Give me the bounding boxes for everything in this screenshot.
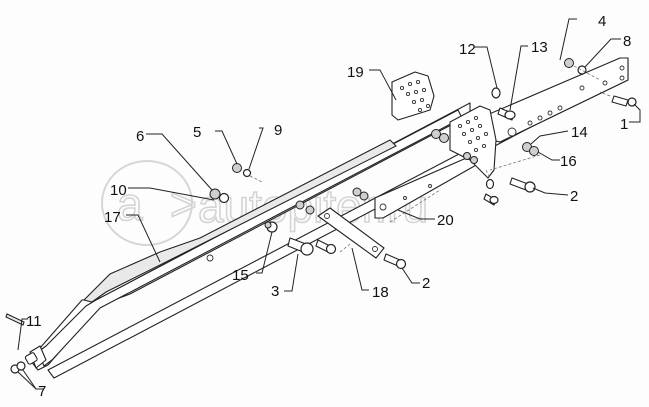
callout-1: 1 bbox=[620, 116, 628, 133]
callout-labels: 1 2 2 3 4 5 6 7 8 9 10 11 12 13 14 16 15… bbox=[26, 13, 631, 400]
callout-16: 16 bbox=[560, 153, 577, 170]
part-20-bar bbox=[374, 151, 486, 219]
callout-12: 12 bbox=[459, 41, 476, 58]
fasteners bbox=[5, 58, 637, 374]
watermark-logo-circle bbox=[101, 160, 193, 246]
part-17-arm bbox=[24, 102, 471, 371]
callout-10: 10 bbox=[110, 182, 127, 199]
callout-13: 13 bbox=[531, 39, 548, 56]
callout-11: 11 bbox=[26, 313, 42, 330]
callout-7: 7 bbox=[38, 383, 46, 400]
leader-lines bbox=[17, 18, 641, 390]
callout-17: 17 bbox=[104, 209, 121, 226]
callout-2-lower: 2 bbox=[422, 275, 430, 292]
callout-19: 19 bbox=[347, 64, 364, 81]
watermark-chevron: > bbox=[170, 178, 197, 230]
main-frame-beam bbox=[479, 57, 629, 143]
watermark-logo-glyph: a bbox=[117, 178, 143, 230]
callout-3: 3 bbox=[271, 283, 279, 300]
callout-5: 5 bbox=[193, 124, 201, 141]
callout-18: 18 bbox=[372, 284, 389, 301]
callout-14: 14 bbox=[571, 124, 588, 141]
part-18-plate bbox=[317, 207, 385, 259]
callout-15: 15 bbox=[232, 267, 249, 284]
alignment-lines bbox=[249, 65, 611, 253]
callout-8: 8 bbox=[623, 33, 631, 50]
part-19-plate-left bbox=[391, 71, 435, 121]
part-19-plate-right bbox=[449, 105, 497, 179]
callout-6: 6 bbox=[136, 128, 144, 145]
callout-4: 4 bbox=[598, 13, 606, 30]
callout-9: 9 bbox=[274, 122, 282, 139]
callout-2-upper: 2 bbox=[570, 188, 578, 205]
callout-20: 20 bbox=[437, 212, 454, 229]
